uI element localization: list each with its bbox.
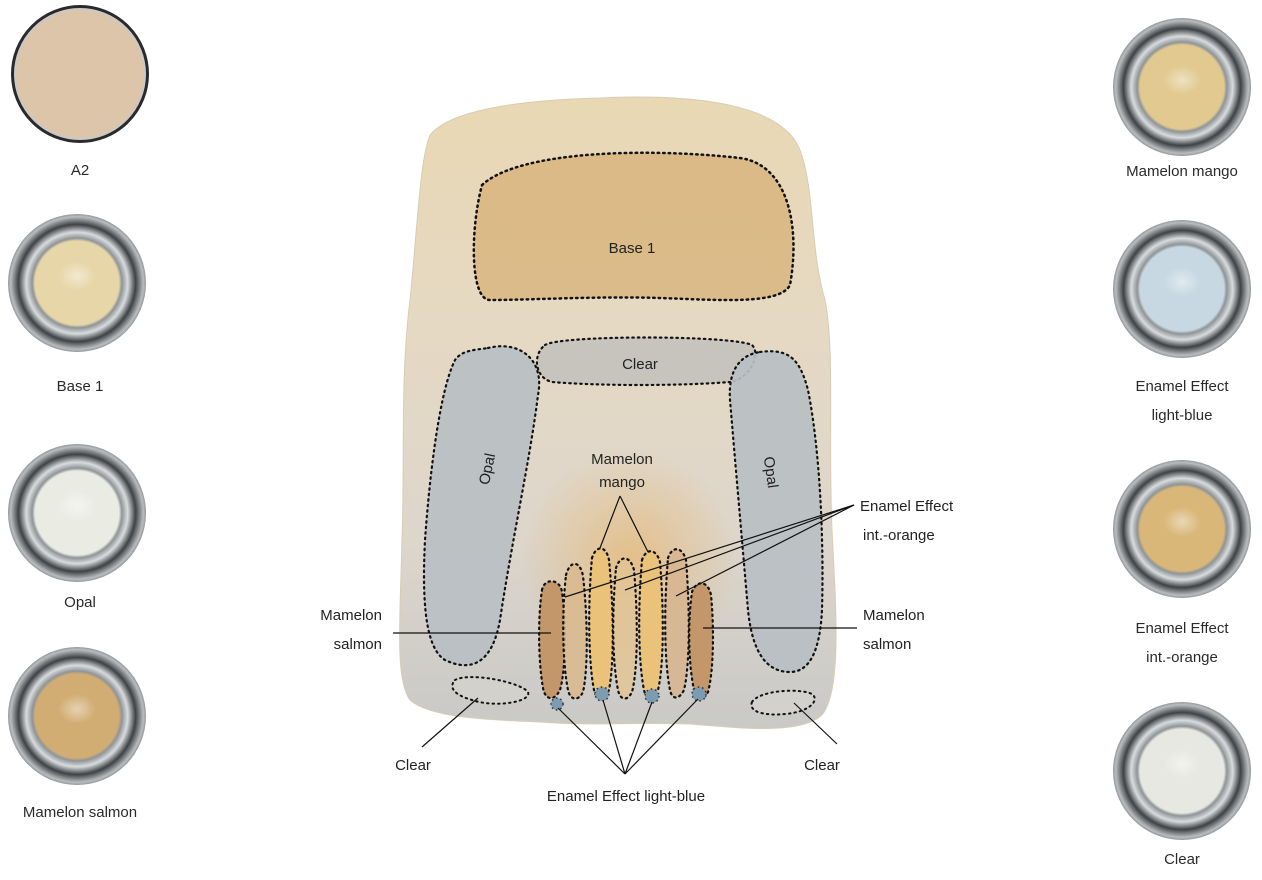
label-mamelon-salmon-left-1: Mamelon — [320, 607, 382, 624]
label-mamelon-mango-1: Mamelon — [591, 451, 653, 468]
mamelon-mango-finger-1 — [589, 548, 613, 697]
label-enamel-orange-1: Enamel Effect — [860, 498, 954, 515]
blue-dot-1 — [551, 698, 563, 710]
label-mamelon-salmon-right-2: salmon — [863, 636, 911, 653]
label-clear-top: Clear — [622, 356, 658, 373]
label-clear-right: Clear — [804, 757, 840, 774]
label-base1: Base 1 — [609, 240, 656, 257]
base1-region — [474, 153, 794, 300]
blue-dot-3 — [645, 689, 659, 703]
mamelon-finger-2 — [563, 564, 587, 699]
label-mamelon-salmon-left-2: salmon — [334, 636, 382, 653]
blue-dot-2 — [595, 687, 609, 701]
label-mamelon-mango-2: mango — [599, 474, 645, 491]
mamelon-finger-4 — [613, 558, 637, 698]
mamelon-finger-6 — [665, 549, 689, 697]
label-mamelon-salmon-right-1: Mamelon — [863, 607, 925, 624]
mamelon-mango-finger-2 — [639, 551, 663, 697]
label-enamel-blue: Enamel Effect light-blue — [547, 788, 705, 805]
label-enamel-orange-2: int.-orange — [863, 527, 935, 544]
label-clear-left: Clear — [395, 757, 431, 774]
mamelon-salmon-right-finger — [689, 583, 713, 698]
mamelon-salmon-left-finger — [539, 581, 565, 698]
blue-dot-4 — [692, 687, 706, 701]
